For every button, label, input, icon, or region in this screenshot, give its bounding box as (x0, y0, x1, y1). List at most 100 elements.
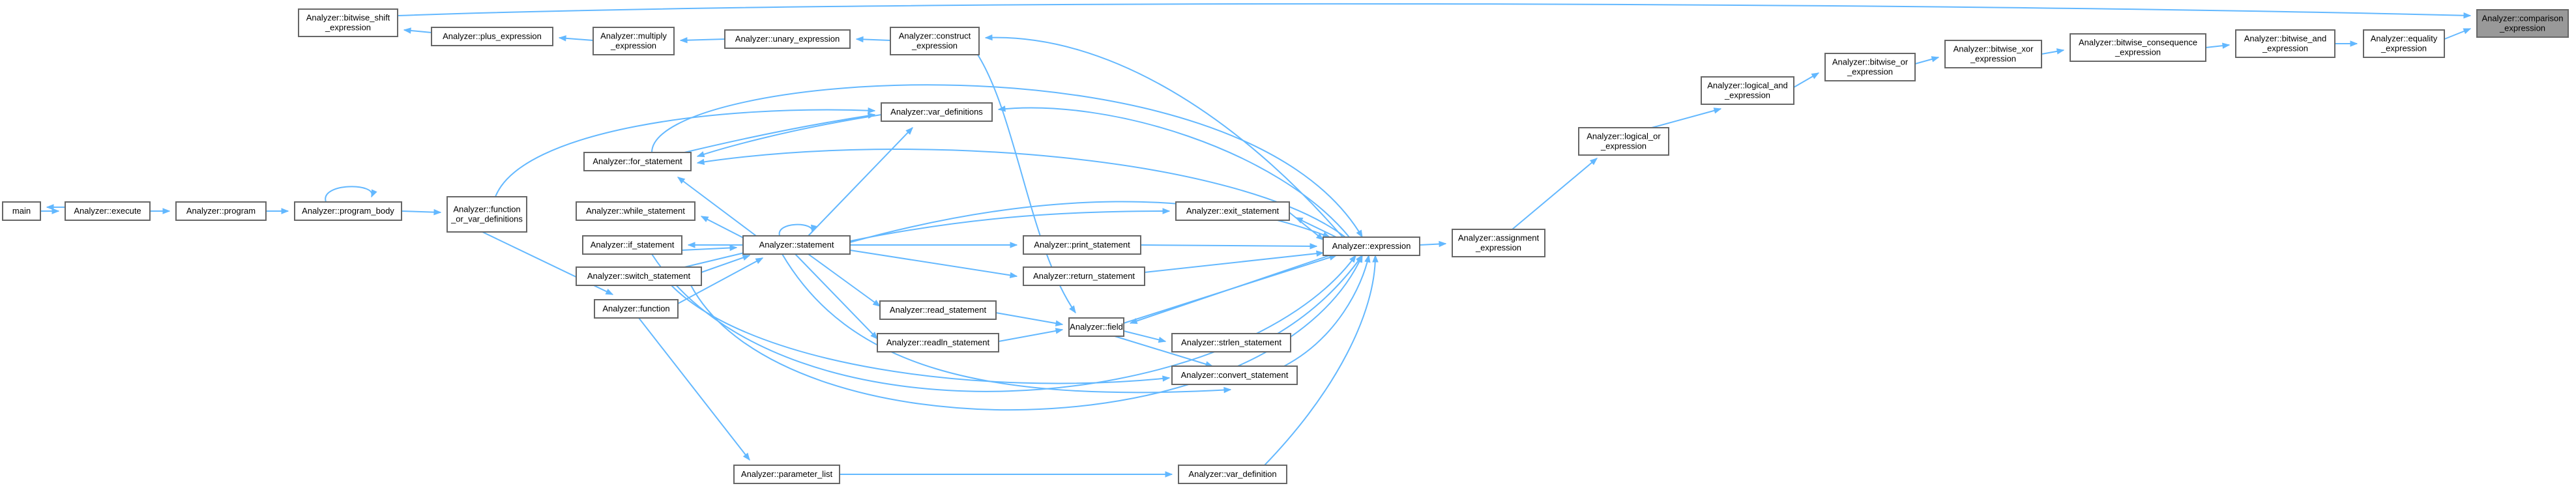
edge-statement-to-if_stmt (687, 242, 743, 248)
node-unary[interactable]: Analyzer::unary_expression (724, 29, 851, 49)
edge-arrowhead (1811, 72, 1820, 79)
edge-line (995, 312, 1063, 325)
node-box (1452, 229, 1545, 257)
edge-line (677, 177, 757, 237)
edge-line (849, 210, 1170, 242)
edge-program-to-program_body (266, 208, 289, 214)
node-label-line: _expression (610, 41, 656, 51)
node-root[interactable]: Analyzer::comparison_expression (2476, 9, 2569, 38)
node-assignment[interactable]: Analyzer::assignment_expression (1452, 229, 1545, 257)
edge-for_stmt-to-var_defs (684, 112, 876, 153)
edge-arrowhead (679, 36, 688, 44)
edge-arrowhead (870, 332, 878, 339)
edge-expression-to-for_stmt (696, 149, 1346, 238)
edge-line (778, 223, 813, 237)
node-bitwise-and[interactable]: Analyzer::bitwise_and_expression (2235, 29, 2335, 58)
edge-construct-to-unary (855, 36, 891, 43)
edge-statement-to-var_defs (808, 127, 913, 237)
edge-line (1144, 252, 1324, 273)
node-if-stmt[interactable]: Analyzer::if_statement (582, 235, 682, 255)
node-statement[interactable]: Analyzer::statement (742, 235, 851, 255)
node-logical-or[interactable]: Analyzer::logical_or_expression (1578, 127, 1669, 156)
node-var-def[interactable]: Analyzer::var_definition (1178, 465, 1287, 484)
node-field[interactable]: Analyzer::field (1068, 317, 1124, 337)
node-func-or-var[interactable]: Analyzer::function_or_var_definitions (446, 196, 527, 233)
node-box (175, 201, 267, 221)
edge-arrowhead (1223, 386, 1232, 394)
node-logical-and[interactable]: Analyzer::logical_and_expression (1701, 76, 1794, 105)
node-label-line: Analyzer::equality (2371, 34, 2438, 44)
node-bitwise-cons[interactable]: Analyzer::bitwise_consequence_expression (2070, 33, 2206, 62)
edge-arrowhead (1162, 375, 1171, 382)
node-label-line: Analyzer::readln_statement (886, 337, 990, 347)
node-box (1944, 40, 2042, 68)
node-expression[interactable]: Analyzer::expression (1323, 237, 1420, 256)
edge-arrowhead (281, 208, 289, 214)
edge-exit_stmt-to-expression (1289, 212, 1325, 240)
node-equality[interactable]: Analyzer::equality_expression (2363, 29, 2445, 58)
node-plus[interactable]: Analyzer::plus_expression (431, 27, 553, 46)
node-main[interactable]: main (2, 201, 41, 221)
edge-line (697, 149, 1346, 238)
edge-arrowhead (755, 257, 764, 265)
node-box (431, 27, 553, 46)
node-convert-stmt[interactable]: Analyzer::convert_statement (1171, 366, 1298, 385)
edge-arrowhead (1069, 305, 1076, 314)
edge-expression-to-assignment (1419, 240, 1447, 248)
node-bitwise-shift[interactable]: Analyzer::bitwise_shift_expression (298, 8, 398, 37)
edge-for_stmt-to-expression (651, 84, 1363, 238)
node-program-body[interactable]: Analyzer::program_body (294, 201, 402, 221)
node-label-line: Analyzer::read_statement (890, 305, 987, 315)
node-label-line: Analyzer::convert_statement (1181, 370, 1289, 380)
edge-execute-to-main (46, 204, 65, 210)
edge-var_defs-to-for_stmt (696, 114, 882, 158)
node-bitwise-or[interactable]: Analyzer::bitwise_or_expression (1824, 53, 1916, 81)
node-readln-stmt[interactable]: Analyzer::readln_statement (877, 333, 999, 352)
node-execute[interactable]: Analyzer::execute (65, 201, 151, 221)
edge-if_stmt-to-statement (681, 244, 738, 251)
edge-read_stmt-to-field (995, 312, 1064, 326)
edge-arrowhead (46, 204, 54, 210)
node-strlen-stmt[interactable]: Analyzer::strlen_statement (1171, 333, 1291, 352)
node-box (1068, 317, 1124, 337)
edge-arrowhead (1316, 250, 1325, 257)
node-read-stmt[interactable]: Analyzer::read_statement (879, 300, 997, 320)
edge-bitwise_shift-to-root (397, 3, 2472, 19)
edge-arrowhead (855, 36, 864, 43)
edge-arrowhead (1349, 254, 1356, 263)
node-param-list[interactable]: Analyzer::parameter_list (733, 465, 840, 484)
node-function[interactable]: Analyzer::function (594, 299, 679, 319)
edge-main-to-execute (40, 208, 60, 214)
node-box (446, 196, 527, 233)
edge-line (651, 84, 1363, 238)
node-box (1023, 266, 1145, 286)
edge-func_or_var-to-var_defs (495, 107, 876, 197)
edge-statement-to-while_stmt (700, 216, 750, 242)
edge-arrowhead (1713, 108, 1722, 114)
node-box (1178, 465, 1287, 484)
node-while-stmt[interactable]: Analyzer::while_statement (576, 201, 695, 221)
node-var-defs[interactable]: Analyzer::var_definitions (881, 102, 993, 122)
node-bitwise-xor[interactable]: Analyzer::bitwise_xor_expression (1944, 40, 2042, 68)
node-label-line: Analyzer::bitwise_consequence (2079, 38, 2197, 48)
node-box (881, 102, 993, 122)
node-label-line: _expression (911, 41, 958, 51)
edge-arrowhead (905, 127, 913, 135)
edge-line (1130, 255, 1330, 324)
node-label-line: Analyzer::parameter_list (741, 469, 833, 479)
node-construct[interactable]: Analyzer::construct_expression (890, 27, 980, 55)
edge-statement-to-for_stmt (677, 177, 757, 237)
node-multiply[interactable]: Analyzer::multiply_expression (593, 27, 675, 55)
node-program[interactable]: Analyzer::program (175, 201, 267, 221)
node-return-stmt[interactable]: Analyzer::return_statement (1023, 266, 1145, 286)
edge-field-to-strlen_stmt (1123, 330, 1167, 343)
node-exit-stmt[interactable]: Analyzer::exit_statement (1175, 201, 1290, 221)
edge-arrowhead (1439, 240, 1447, 248)
node-switch-stmt[interactable]: Analyzer::switch_statement (576, 266, 702, 286)
node-label-line: Analyzer::return_statement (1033, 271, 1135, 281)
node-for-stmt[interactable]: Analyzer::for_statement (583, 152, 692, 171)
edge-line (985, 36, 1343, 238)
node-print-stmt[interactable]: Analyzer::print_statement (1023, 235, 1141, 255)
node-label-line: Analyzer::construct (899, 31, 971, 41)
